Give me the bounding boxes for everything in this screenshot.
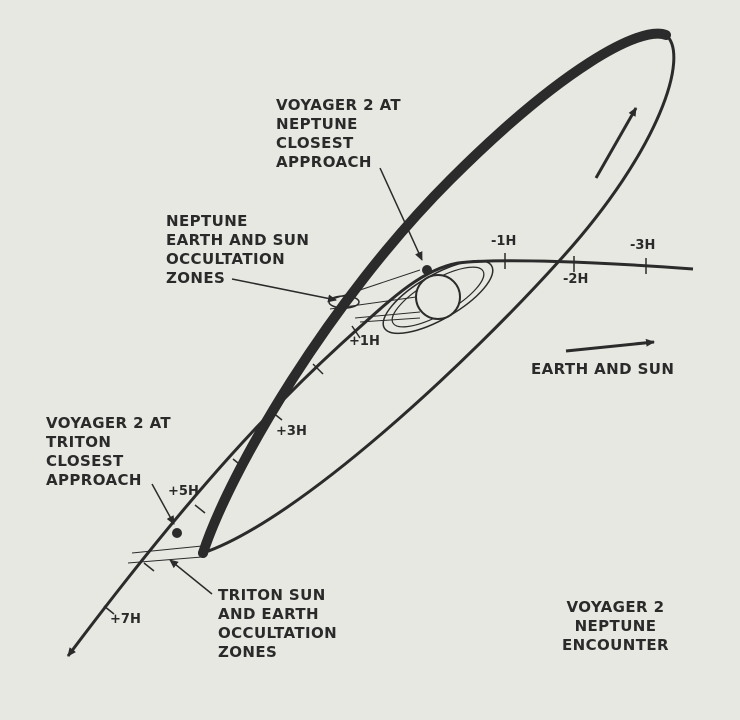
label-earth-and-sun: EARTH AND SUN <box>531 360 675 378</box>
voyager-neptune-closest-point <box>422 265 432 275</box>
tick-plus-6h <box>143 562 155 572</box>
tick-plus-2h <box>312 363 324 375</box>
leader-neptune-closest <box>379 167 423 261</box>
tick-label-plus-7h: +7H <box>110 612 141 627</box>
tick-label-plus-3h: +3H <box>276 424 307 439</box>
leader-triton-occultation <box>169 559 213 595</box>
triton-occultation-line-1 <box>131 545 203 554</box>
tick-label-minus-2h: -2H <box>563 272 589 287</box>
tick-plus-1h <box>351 325 361 339</box>
triton-occultation-line-2 <box>127 556 203 564</box>
label-triton-occultation: TRITON SUN AND EARTH OCCULTATION ZONES <box>218 586 338 661</box>
tick-label-minus-1h: -1H <box>491 234 517 249</box>
neptune-planet <box>415 274 461 320</box>
voyager-triton-closest-point <box>172 528 182 538</box>
leader-triton-closest <box>151 483 175 525</box>
tick-plus-5h <box>194 504 206 514</box>
earth-and-sun-direction-arrow <box>565 338 655 353</box>
neptune-occultation-line-4 <box>359 317 421 323</box>
voyager-trajectory <box>66 259 694 657</box>
triton-orbit-near-side <box>202 33 676 555</box>
label-neptune-occultation: NEPTUNE EARTH AND SUN OCCULTATION ZONES <box>166 212 310 287</box>
label-voyager-neptune-closest: VOYAGER 2 AT NEPTUNE CLOSEST APPROACH <box>276 96 402 171</box>
neptune-occultation-line-1 <box>329 269 421 301</box>
tick-plus-4h <box>232 458 244 468</box>
tick-plus-3h <box>271 411 283 421</box>
tick-label-plus-5h: +5H <box>168 484 199 499</box>
triton-motion-arrow <box>594 107 638 179</box>
neptune-occultation-line-2 <box>329 296 417 310</box>
tick-label-plus-1h: +1H <box>349 334 380 349</box>
triton-moon <box>198 548 208 558</box>
tick-label-minus-3h: -3H <box>630 238 656 253</box>
label-voyager-triton-closest: VOYAGER 2 AT TRITON CLOSEST APPROACH <box>46 414 172 489</box>
neptune-occultation-line-3 <box>354 311 421 319</box>
trajectory-ticks <box>103 253 647 615</box>
leader-neptune-occultation <box>231 278 337 303</box>
diagram-title: VOYAGER 2 NEPTUNE ENCOUNTER <box>562 598 669 654</box>
triton-orbit-far-side-inner <box>204 180 452 549</box>
tick-plus-7h <box>103 605 115 615</box>
